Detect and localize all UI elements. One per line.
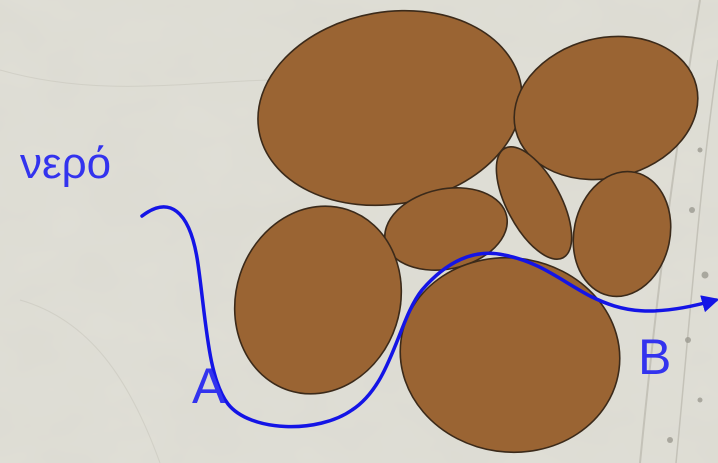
start-point-label: A <box>192 358 226 414</box>
end-point-label: B <box>638 329 671 385</box>
water-label: νερό <box>20 139 111 188</box>
